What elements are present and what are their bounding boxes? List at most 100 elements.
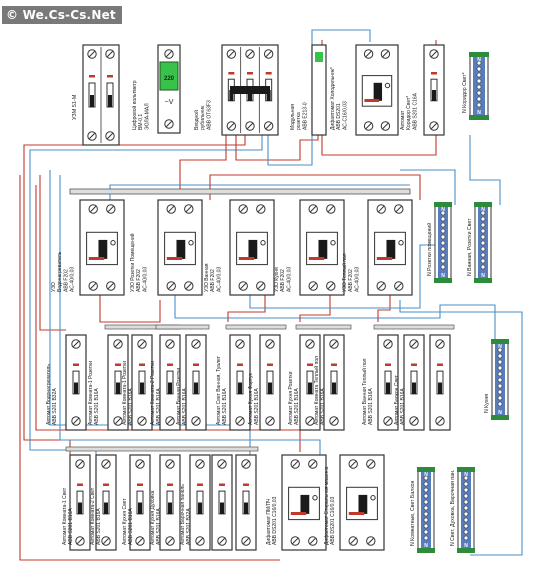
rcd-3 [229, 199, 275, 296]
n-bus-bottom-2-hole [463, 529, 469, 535]
terminal-slot [197, 538, 203, 544]
breaker-9-lever-handle [332, 382, 336, 394]
wire-rcd-kitchen [299, 295, 331, 322]
breaker-8-lever-handle [308, 382, 312, 394]
watermark: © We.Cs-Cs.Net [2, 6, 122, 24]
terminal-slot [267, 418, 273, 424]
n-bus-bottom-1-hole [423, 505, 429, 511]
terminal-slot [365, 51, 372, 57]
terminal-slot [411, 418, 417, 424]
n-bus-bottom-2-hole [463, 499, 469, 505]
n-bus-kitchen: NNN Кухня [484, 339, 509, 420]
n-bus-kitchen-hole [497, 371, 503, 377]
n-bus-bath-hole [480, 234, 486, 240]
terminal-slot [237, 341, 243, 347]
label-breaker-5-line: Автомат Ванная Розетки [176, 368, 182, 425]
diff-washer [339, 454, 385, 551]
label-bottom-breaker-4-line: АВВ S201 В16А [156, 508, 162, 545]
bottom-breaker-7 [235, 454, 257, 551]
label-rcd-1-line: Водонагреватель [57, 251, 63, 292]
n-bus-top-hole [476, 60, 482, 66]
label-rcd-3-line: УЗО Ванная [204, 263, 210, 292]
n-bus-kitchen-hole [497, 359, 503, 365]
label-ovp-line: Модульная [290, 104, 296, 130]
diff-pm-lever [300, 494, 310, 514]
n-bus-bath-hole [480, 258, 486, 264]
diff-fridge-test-button [384, 82, 391, 89]
bottom-breaker-5 [189, 454, 211, 551]
wire-phase-main [23, 135, 246, 455]
breaker-5-flag [193, 363, 199, 366]
n-bus-bottom-2-hole [463, 511, 469, 517]
label-bottom-breaker-2-line: АВВ S201 В16А [96, 508, 102, 545]
n-bus-bath-n-mark: N [481, 273, 485, 279]
terminal-slot [243, 538, 249, 544]
label-bottom-breaker-5-line: АВВ S201 В32А [186, 508, 192, 545]
terminal-slot [167, 538, 173, 544]
breaker-12 [429, 334, 451, 431]
label-breaker-9-line: АВВ S201 В16А [320, 388, 326, 425]
breaker-4-flag [167, 363, 173, 366]
label-breaker-1-line: Автомат Водонагреватель [46, 364, 52, 425]
breaker-9-flag [331, 363, 337, 366]
n-bus-bottom-2-hole [463, 487, 469, 493]
label-breaker-7-line: Автомат Кухня Фартук [248, 372, 254, 425]
terminal-slot [309, 461, 316, 467]
n-bus-rooms-hole [440, 222, 446, 228]
terminal-slot [103, 461, 109, 467]
label-rcd-1-line: АС-40/0,03 [70, 267, 76, 292]
n-bus-bath-hole [480, 252, 486, 258]
terminal-slot [240, 206, 247, 212]
breaker-5 [185, 334, 207, 431]
breaker-7-flag [267, 363, 273, 366]
n-bus-kitchen-clip [491, 415, 509, 420]
uzm-relay-lever-handle [90, 95, 94, 107]
breaker-3-flag [139, 363, 145, 366]
rcd-2-window [164, 231, 196, 266]
breaker-12-lever-handle [438, 382, 442, 394]
diff-pm-window [288, 486, 320, 521]
label-main-switch-line: рубильник [200, 105, 206, 130]
uzm-relay-flag [89, 75, 95, 78]
n-bus-bath-hole [480, 222, 486, 228]
terminal-slot [166, 51, 172, 57]
n-bus-kitchen-clip [491, 339, 509, 344]
rcd-2-lever [176, 239, 186, 259]
voltmeter-unit: ~V [165, 99, 174, 106]
diff-washer-window [346, 486, 378, 521]
n-bus-rooms-clip [434, 278, 452, 283]
label-breaker-4-line: Автомат Комната-2 Розетки [150, 361, 156, 425]
rcd-4-test-button [330, 240, 336, 246]
terminal-slot [90, 206, 97, 212]
label-bottom-breaker-3-line: АВВ S201 В16А [128, 508, 134, 545]
terminal-slot [310, 206, 317, 212]
label-breaker-2-line: АВВ S201 В16А [94, 388, 100, 425]
breaker-4 [159, 334, 181, 431]
n-bus-bottom-2: NNN Свет, Духовка, Варочная пан. [450, 467, 475, 553]
bottom-breaker-1 [69, 454, 91, 551]
n-bus-bottom-2-hole [463, 517, 469, 523]
label-breaker-10-line: АВВ S201 В16А [368, 388, 374, 425]
rcd-4-window [306, 231, 338, 266]
bottom-breaker-6-lever-handle [220, 502, 224, 514]
label-breaker-2-line: Автомат Комната-1 Розетки [88, 361, 94, 425]
n-bus-top-hole [476, 66, 482, 72]
n-bus-rooms-hole [440, 210, 446, 216]
terminal-slot [73, 341, 79, 347]
terminal-slot [243, 461, 249, 467]
n-bus-bottom-1-n-mark: N [424, 543, 428, 549]
main-switch-flag [228, 72, 235, 75]
n-bus-bath-n-mark: N [481, 207, 485, 213]
breaker-6 [229, 334, 251, 431]
label-diff-fridge-line: Дифавтомат Холодильник* [330, 67, 336, 130]
bottom-breaker-7-flag [243, 483, 249, 486]
n-bus-rooms-label: N Розетки помещений [426, 223, 433, 276]
